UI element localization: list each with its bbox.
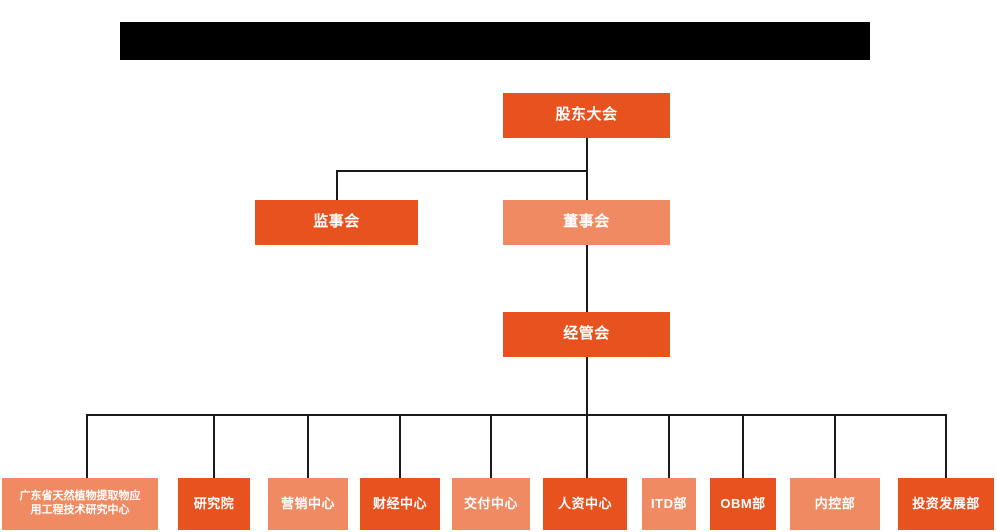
connector-to-directors — [586, 170, 588, 200]
connector-level1-bus — [336, 170, 588, 172]
connector-drop-leaf6 — [668, 414, 670, 478]
node-investment-development-department[interactable]: 投资发展部 — [898, 478, 994, 530]
node-label-line-1: 广东省天然植物提取物应 — [19, 490, 141, 503]
node-itd-department[interactable]: ITD部 — [642, 478, 696, 530]
node-management-committee[interactable]: 经管会 — [503, 312, 670, 357]
node-label-line-2: 用工程技术研究中心 — [30, 504, 130, 516]
node-label-wrapper: 广东省天然植物提取物应 用工程技术研究中心 — [20, 490, 141, 518]
connector-drop-leaf2 — [307, 414, 309, 478]
node-shareholders-meeting[interactable]: 股东大会 — [503, 93, 670, 138]
connector-drop-leaf0 — [86, 414, 88, 478]
connector-drop-leaf4 — [490, 414, 492, 478]
connector-shareholders-down — [586, 138, 588, 172]
title-banner — [120, 22, 870, 60]
node-research-institute[interactable]: 研究院 — [178, 478, 250, 530]
connector-drop-leaf1 — [213, 414, 215, 478]
node-marketing-center[interactable]: 营销中心 — [268, 478, 348, 530]
connector-drop-leaf5 — [586, 414, 588, 478]
connector-drop-leaf8 — [834, 414, 836, 478]
node-board-of-directors[interactable]: 董事会 — [503, 200, 670, 245]
node-guangdong-research-center[interactable]: 广东省天然植物提取物应 用工程技术研究中心 — [2, 478, 158, 530]
connector-drop-leaf9 — [945, 414, 947, 478]
connector-drop-leaf3 — [399, 414, 401, 478]
node-finance-center[interactable]: 财经中心 — [360, 478, 440, 530]
connector-departments-bus — [86, 414, 946, 416]
node-board-of-supervisors[interactable]: 监事会 — [255, 200, 418, 245]
node-internal-control-department[interactable]: 内控部 — [790, 478, 880, 530]
connector-management-down — [586, 357, 588, 415]
node-obm-department[interactable]: OBM部 — [710, 478, 776, 530]
node-delivery-center[interactable]: 交付中心 — [452, 478, 530, 530]
connector-drop-leaf7 — [742, 414, 744, 478]
connector-directors-management — [586, 245, 588, 312]
connector-to-supervisors — [336, 170, 338, 200]
node-hr-center[interactable]: 人资中心 — [543, 478, 627, 530]
